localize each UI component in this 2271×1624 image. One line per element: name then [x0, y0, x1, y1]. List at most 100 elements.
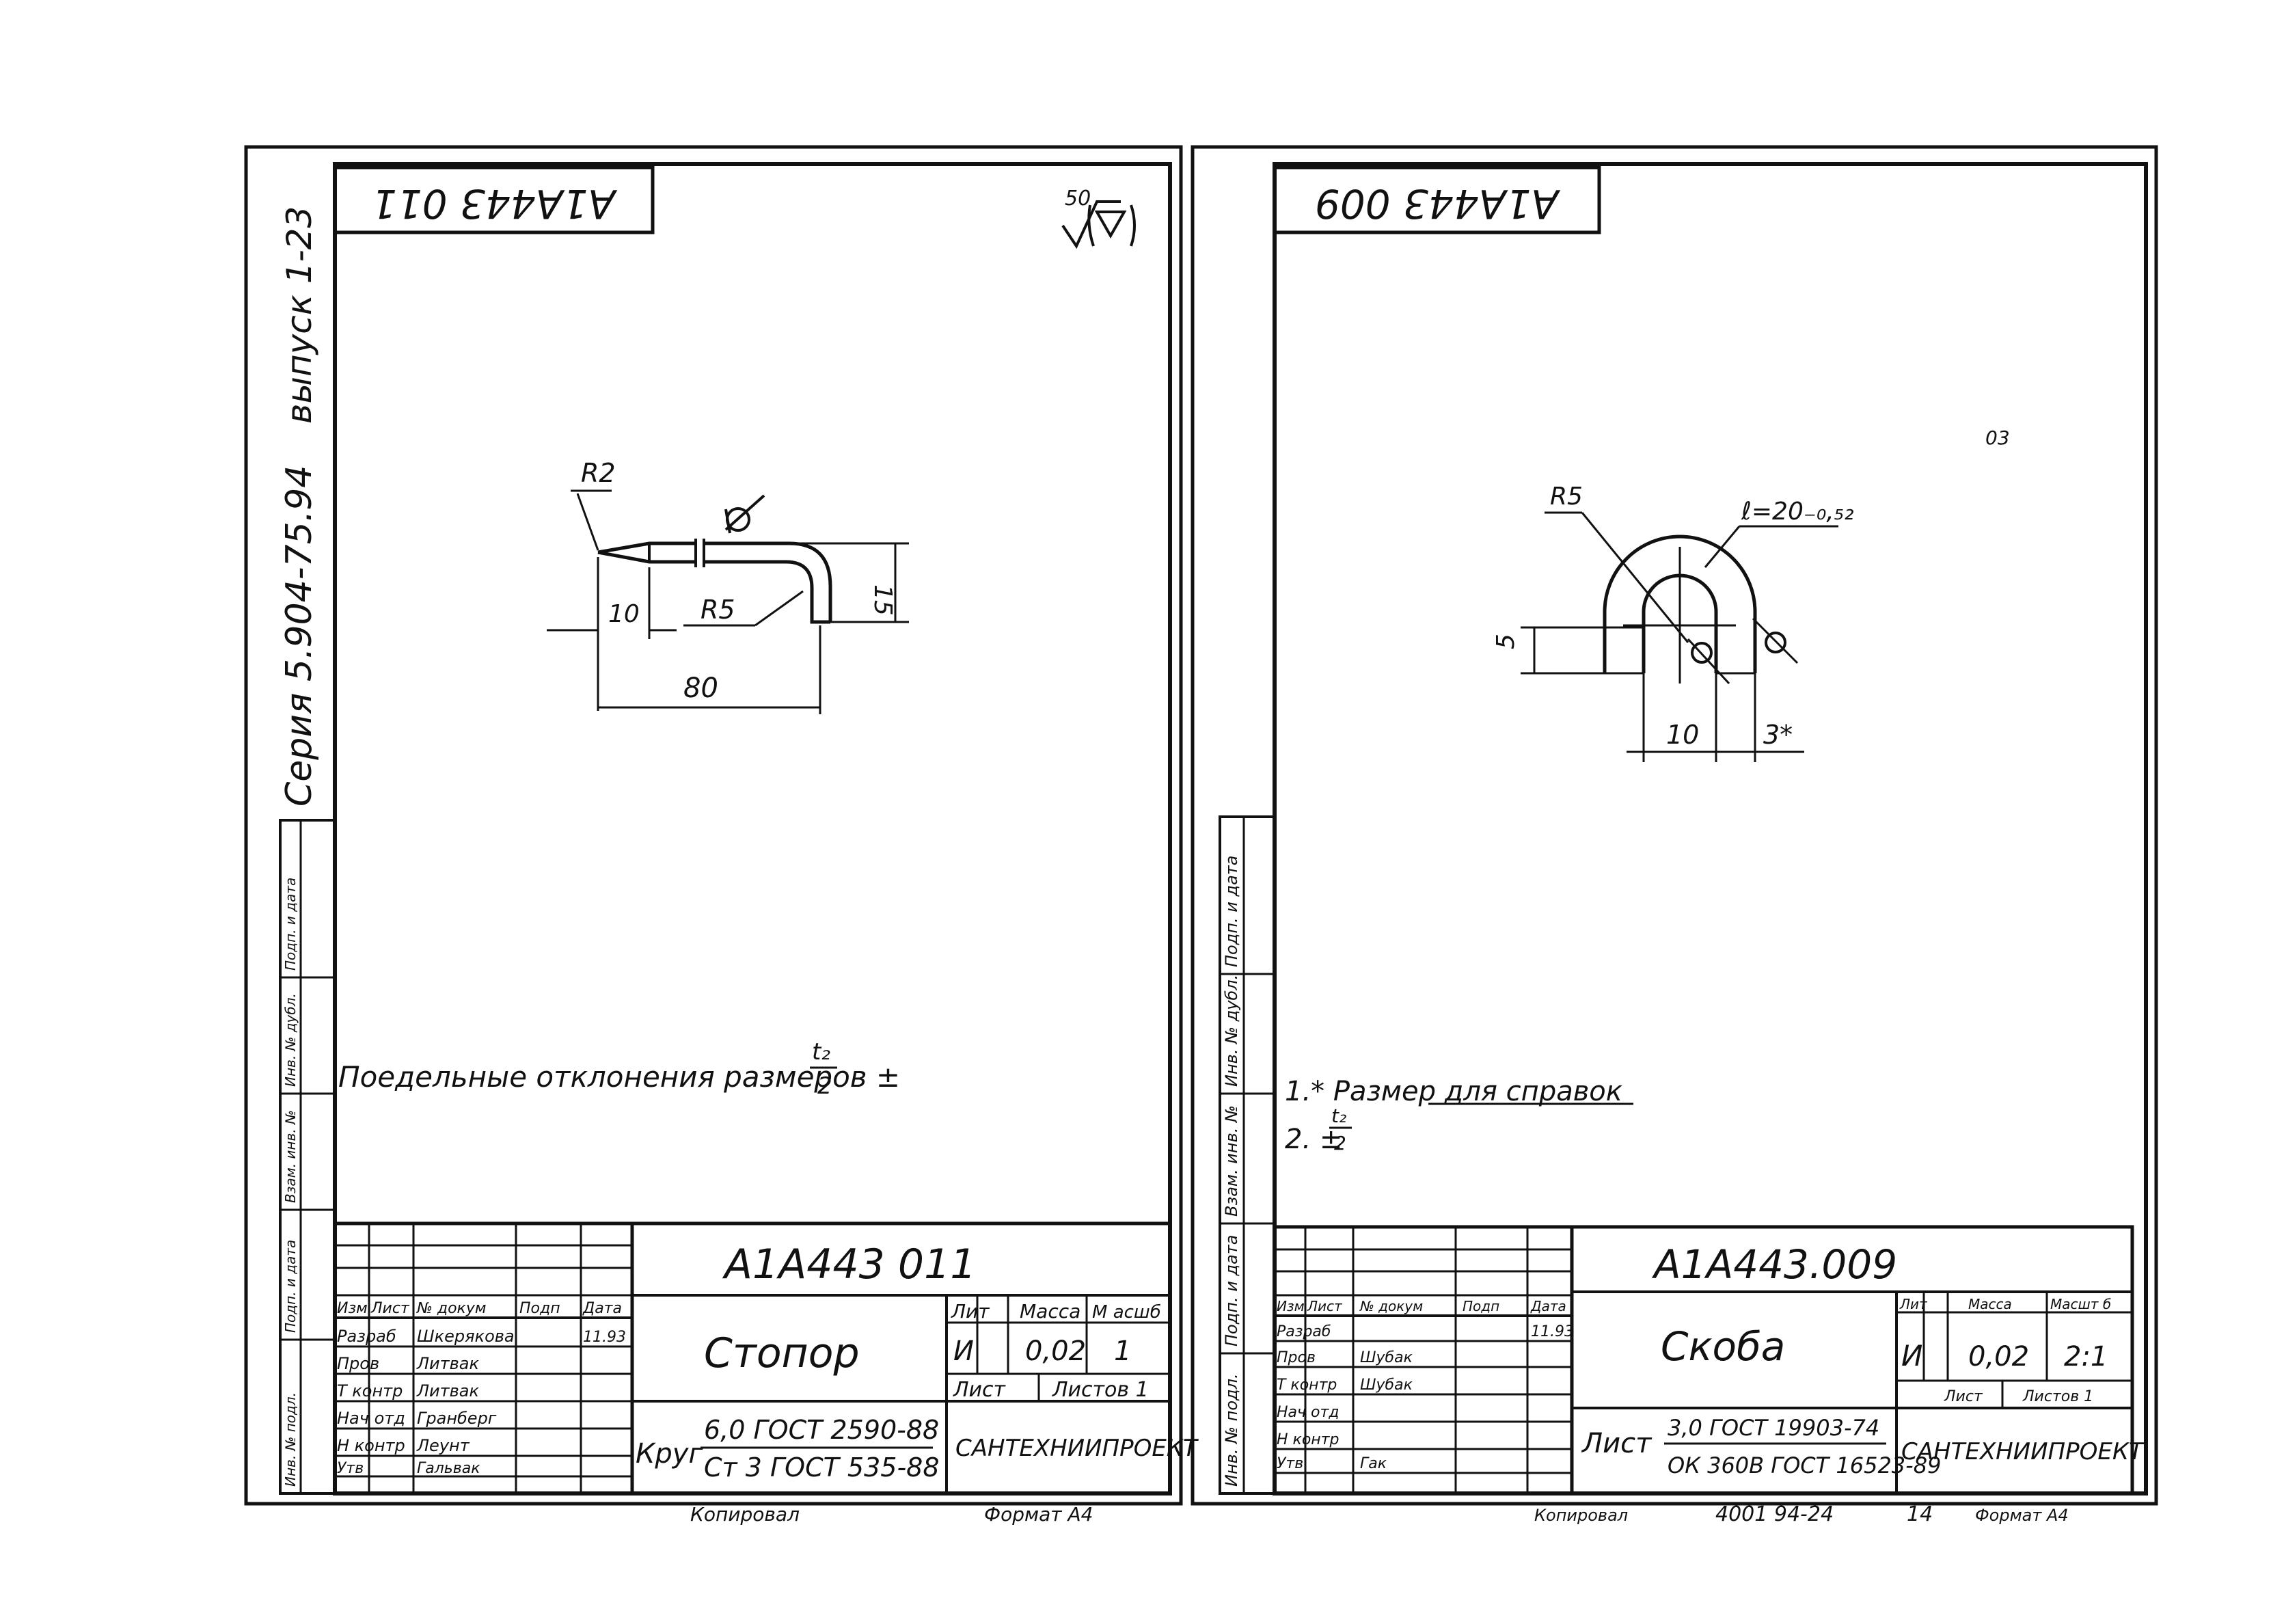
left-note-den: 2 — [817, 1072, 832, 1100]
right-drawing: A1A443 009 03 R5 ℓ=20₋₀,₅₂ — [1191, 145, 2158, 1526]
left-note: Поедельные отклонения размеров ± — [338, 1060, 900, 1094]
right-row1-name: Шубак — [1360, 1349, 1413, 1366]
weld-mark-icon-1 — [1691, 642, 1713, 664]
left-part-name: Стопор — [704, 1329, 860, 1377]
left-col-lit: Лит — [951, 1300, 990, 1323]
left-side-label-2: Взам. инв. № — [282, 1110, 299, 1203]
dim-r5: R5 — [701, 595, 735, 625]
right-row5-role: Утв — [1277, 1455, 1303, 1472]
right-footer-number: 4001 94-24 — [1715, 1502, 1834, 1526]
right-part-name: Скоба — [1661, 1323, 1785, 1370]
right-stamp-box — [1273, 165, 1601, 234]
right-lit-value: И — [1901, 1339, 1922, 1372]
bracket-part: R5 ℓ=20₋₀,₅₂ 5 10 3* — [1492, 483, 1854, 762]
right-hdr-sign: Подп — [1463, 1298, 1499, 1314]
left-footer-format: Формат А4 — [984, 1503, 1093, 1526]
left-stamp-code: A1A443 011 — [372, 180, 618, 227]
right-row5-name: Гак — [1360, 1455, 1387, 1472]
right-title-block: Изм Лист № докум Подп Дата Разраб 11.93 … — [1273, 1225, 2145, 1496]
left-material-prefix: Круг — [636, 1438, 703, 1470]
right-footer-page: 14 — [1907, 1502, 1933, 1526]
right-hdr-izm: Изм — [1277, 1298, 1305, 1314]
dim-3: 3* — [1763, 720, 1793, 750]
dim-10: 10 — [608, 600, 640, 628]
left-row1-name: Литвак — [416, 1354, 479, 1373]
left-row1-role: Пров — [337, 1354, 379, 1373]
left-side-label-1: Инв. № дубл. — [282, 993, 299, 1087]
left-side-label-4: Инв. № подл. — [282, 1392, 299, 1487]
right-side-label-1: Инв. № дубл. — [1222, 975, 1241, 1087]
right-sheets-label: Листов 1 — [2022, 1388, 2093, 1405]
right-footer-copy: Копировал — [1534, 1506, 1628, 1525]
left-title-block: Изм Лист № докум Подп Дата Разраб Шкеряк… — [333, 1221, 1199, 1496]
right-footer-format: Формат А4 — [1975, 1506, 2069, 1525]
dim-15: 15 — [869, 584, 897, 616]
right-outer-frame — [1191, 145, 2158, 1506]
left-row2-name: Литвак — [416, 1381, 479, 1400]
right-corner-mark: 03 — [1985, 427, 2010, 449]
right-hdr-list: Лист — [1307, 1298, 1343, 1314]
right-row4-role: Н контр — [1277, 1431, 1339, 1448]
left-col-mass: Масса — [1020, 1300, 1080, 1323]
right-row0-role: Разраб — [1277, 1323, 1331, 1340]
right-col-lit: Лит — [1899, 1296, 1928, 1312]
left-row0-date: 11.93 — [583, 1329, 626, 1346]
right-side-label-2: Взам. инв. № — [1222, 1105, 1241, 1217]
left-hdr-date: Дата — [582, 1300, 622, 1317]
left-col-scale: М асшб — [1092, 1302, 1161, 1323]
left-footer-copy: Копировал — [690, 1503, 800, 1526]
right-side-label-3: Подп. и дата — [1222, 1235, 1241, 1347]
right-title-code: A1A443.009 — [1651, 1241, 1897, 1288]
right-note-1: 1.* Размер для справок — [1285, 1076, 1622, 1107]
dim-r5-right: R5 — [1550, 483, 1583, 511]
left-side-label-3: Подп. и дата — [282, 1240, 299, 1333]
right-side-label-0: Подп. и дата — [1222, 856, 1241, 968]
right-row1-role: Пров — [1277, 1349, 1316, 1366]
right-mass-value: 0,02 — [1968, 1341, 2029, 1372]
left-sheet-label: Лист — [953, 1378, 1007, 1402]
right-hdr-date: Дата — [1530, 1298, 1566, 1314]
issue-label: выпуск 1-23 — [280, 206, 319, 424]
left-stamp-box — [333, 165, 655, 234]
left-row2-role: Т контр — [337, 1381, 403, 1400]
left-material-bottom: Ст 3 ГОСТ 535-88 — [704, 1452, 940, 1483]
left-row3-role: Нач отд — [337, 1409, 405, 1428]
right-sheet-label: Лист — [1944, 1388, 1983, 1405]
right-note-den: 2 — [1334, 1132, 1346, 1154]
dim-5: 5 — [1492, 634, 1520, 649]
left-side-column: Подп. и дата Инв. № дубл. Взам. инв. № П… — [279, 819, 336, 1495]
right-row0-date: 11.93 — [1531, 1323, 1574, 1340]
left-row4-name: Леунт — [416, 1436, 470, 1455]
series-label: Серия 5.904-75.94 — [279, 465, 320, 807]
right-col-mass: Масса — [1968, 1296, 2012, 1312]
left-org: САНТЕХНИИПРОЕКТ — [955, 1435, 1199, 1462]
left-sheets-label: Листов 1 — [1052, 1378, 1149, 1402]
right-side-label-4: Инв. № подл. — [1222, 1373, 1241, 1487]
right-side-column: Подп. и дата Инв. № дубл. Взам. инв. № П… — [1219, 815, 1276, 1495]
left-row3-name: Гранберг — [417, 1409, 497, 1428]
left-note-num: t₂ — [812, 1038, 830, 1066]
left-row5-name: Гальвак — [417, 1460, 480, 1477]
dim-10-right: 10 — [1666, 720, 1699, 750]
dim-80: 80 — [683, 673, 718, 704]
left-mass-value: 0,02 — [1025, 1336, 1086, 1367]
right-material-top: 3,0 ГОСТ 19903-74 — [1668, 1415, 1879, 1441]
left-hdr-list: Лист — [370, 1300, 410, 1317]
dim-r2: R2 — [581, 458, 616, 488]
right-inner-frame — [1273, 162, 2148, 1496]
left-row5-role: Утв — [337, 1460, 364, 1477]
left-outer-frame — [244, 145, 1183, 1506]
left-row0-role: Разраб — [337, 1327, 396, 1346]
right-scale-value: 2:1 — [2064, 1341, 2108, 1372]
left-hdr-sign: Подп — [519, 1300, 560, 1317]
stopper-part: R2 R5 10 15 80 — [547, 458, 909, 714]
left-lit-value: И — [953, 1336, 974, 1367]
right-note-num: t₂ — [1331, 1105, 1346, 1127]
left-material-top: 6,0 ГОСТ 2590-88 — [704, 1415, 939, 1445]
right-row2-role: Т контр — [1277, 1377, 1337, 1394]
dim-length: ℓ=20₋₀,₅₂ — [1741, 498, 1854, 526]
right-material-bottom: ОК 360В ГОСТ 16523-89 — [1668, 1452, 1941, 1478]
weld-mark-icon-2 — [1765, 632, 1786, 653]
left-title-code: A1A443 011 — [722, 1241, 976, 1288]
